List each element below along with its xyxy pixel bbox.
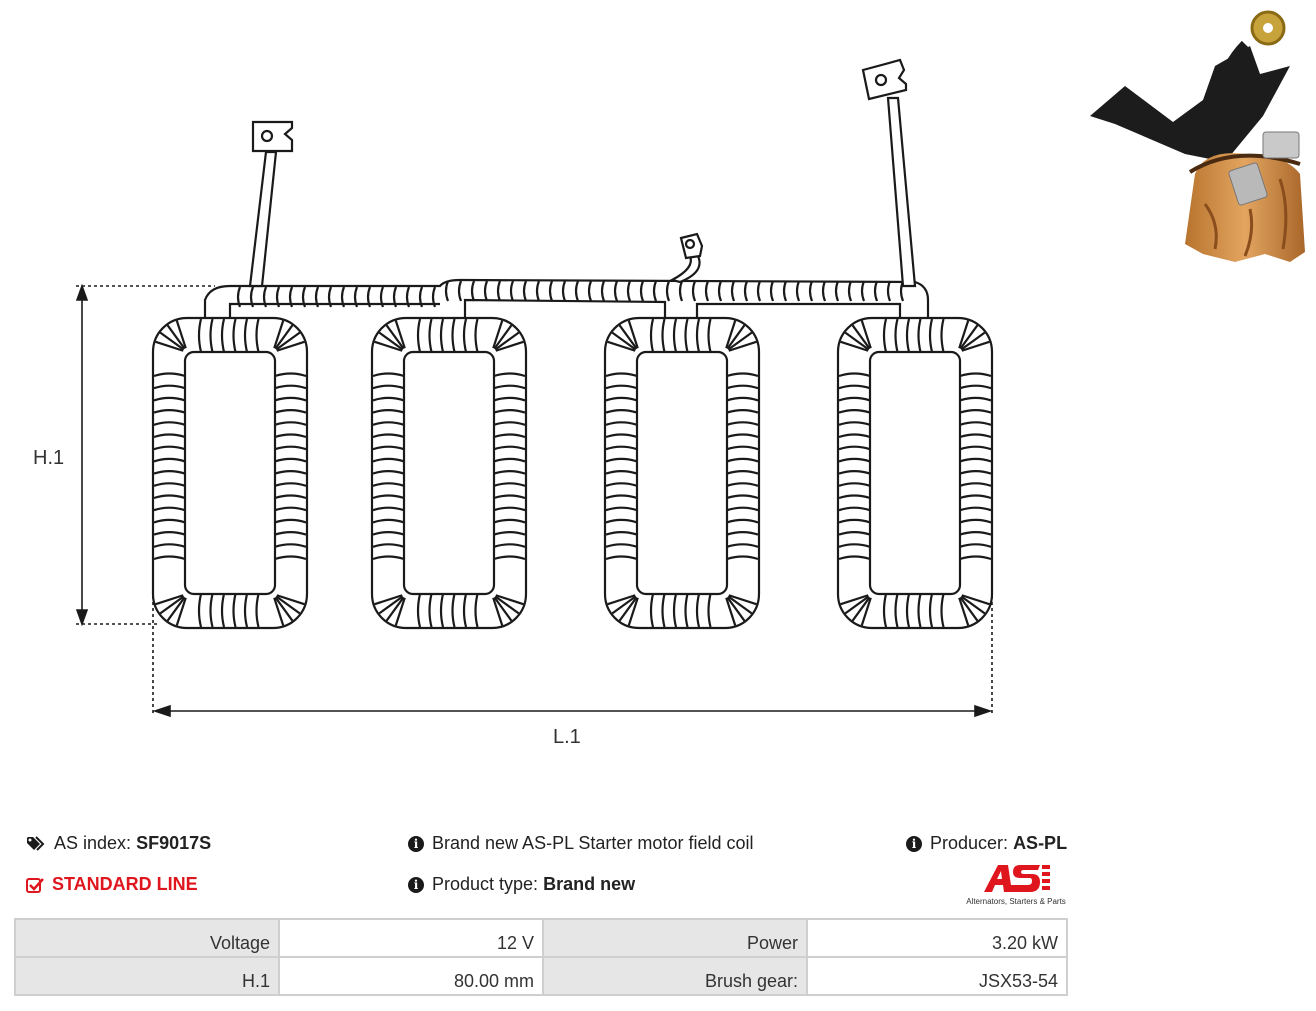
dimension-lines [75, 283, 993, 718]
tags-icon [26, 835, 46, 852]
standard-line-row: STANDARD LINE [26, 874, 198, 895]
length-dimension-label: L.1 [553, 726, 581, 748]
spec-value: JSX53-54 [806, 956, 1068, 996]
field-coil-drawing [75, 58, 994, 718]
info-circle-icon: i [408, 835, 424, 852]
as-index-value: SF9017S [136, 833, 212, 853]
description-row: i Brand new AS-PL Starter motor field co… [408, 833, 753, 854]
info-circle-icon: i [906, 835, 922, 852]
product-type-row: i Product type: Brand new [408, 874, 635, 895]
winding-coil [603, 316, 761, 630]
winding-coil [151, 316, 309, 630]
spec-key: Voltage [14, 918, 280, 958]
as-pl-logo: Alternators, Starters & Parts [963, 862, 1069, 906]
table-row: H.1 80.00 mm Brush gear: JSX53-54 [14, 956, 1068, 996]
specs-table: Voltage 12 V Power 3.20 kW H.1 80.00 mm … [14, 918, 1068, 996]
spec-key: Brush gear: [542, 956, 808, 996]
product-description: Brand new AS-PL Starter motor field coil [432, 833, 754, 853]
product-type-value: Brand new [543, 874, 636, 894]
spec-value: 3.20 kW [806, 918, 1068, 958]
as-index-label: AS index: [54, 833, 132, 853]
producer-label: Producer: [930, 833, 1009, 853]
info-circle-icon: i [408, 876, 424, 893]
producer-row: i Producer: AS-PL [906, 833, 1067, 854]
product-line-label: STANDARD LINE [52, 874, 198, 894]
producer-value: AS-PL [1013, 833, 1068, 853]
winding-coil [836, 316, 994, 630]
terminal-leads [248, 58, 917, 288]
winding-coil [370, 316, 528, 630]
spec-key: H.1 [14, 956, 280, 996]
spec-key: Power [542, 918, 808, 958]
check-square-icon [26, 877, 44, 893]
spec-value: 12 V [278, 918, 544, 958]
logo-tagline: Alternators, Starters & Parts [966, 897, 1066, 906]
connecting-bus [203, 278, 930, 318]
product-photo [1090, 10, 1305, 262]
spec-value: 80.00 mm [278, 956, 544, 996]
as-index-row: AS index: SF9017S [26, 833, 211, 854]
product-type-label: Product type: [432, 874, 539, 894]
height-dimension-label: H.1 [33, 447, 65, 469]
as-logo-mark [984, 865, 1050, 892]
table-row: Voltage 12 V Power 3.20 kW [14, 918, 1068, 958]
